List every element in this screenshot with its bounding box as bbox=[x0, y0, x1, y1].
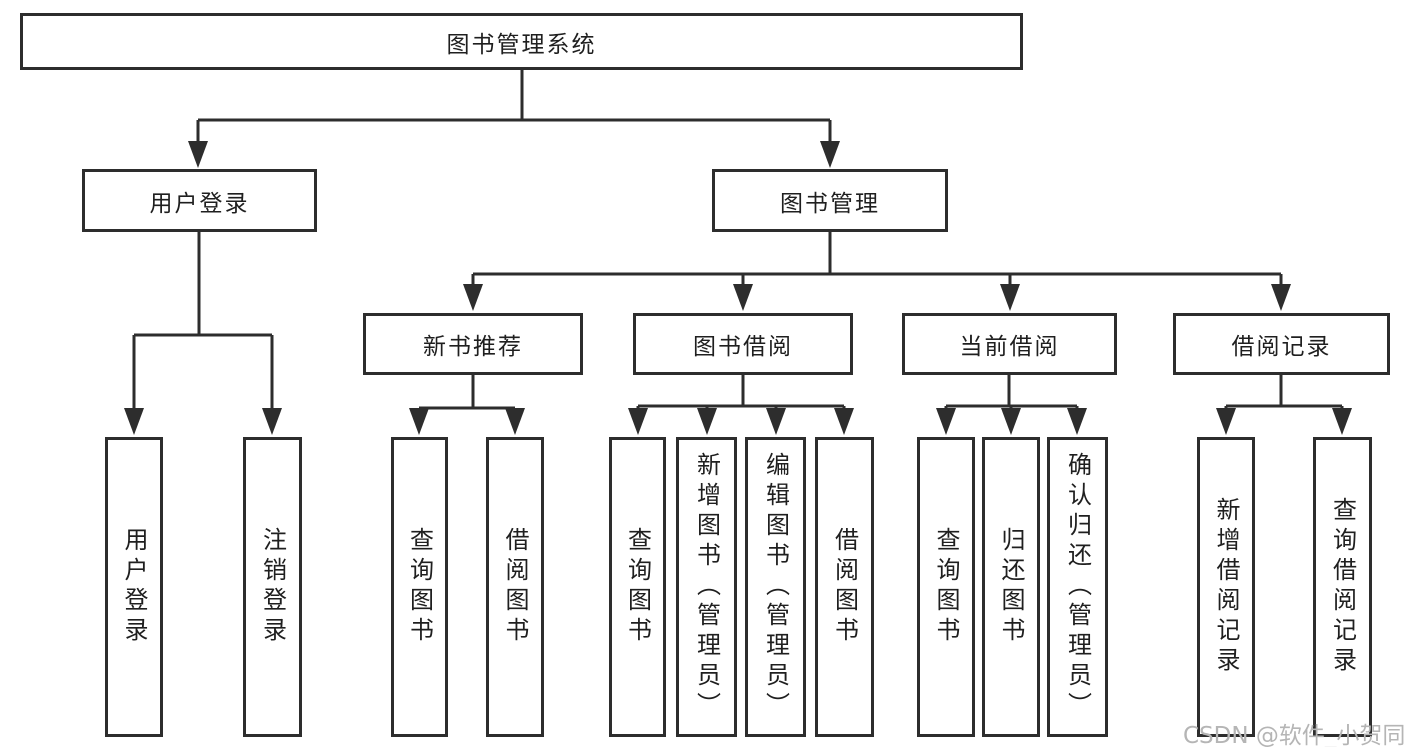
leaf-query-books-borrow-label: 查询图书 bbox=[623, 527, 652, 647]
leaf-edit-books-admin: 编辑图书（管理员） bbox=[745, 437, 806, 737]
node-book-borrow: 图书借阅 bbox=[633, 313, 853, 375]
node-user-login-label: 用户登录 bbox=[149, 190, 250, 217]
leaf-add-books-admin: 新增图书（管理员） bbox=[676, 437, 737, 737]
leaf-user-login: 用户登录 bbox=[105, 437, 163, 737]
node-new-book-recommend: 新书推荐 bbox=[363, 313, 583, 375]
node-book-management-label: 图书管理 bbox=[780, 190, 880, 217]
leaf-user-login-label: 用户登录 bbox=[120, 527, 148, 647]
edge-new-book-recommend-to-leaves bbox=[409, 373, 525, 435]
leaf-query-borrow-record-label: 查询借阅记录 bbox=[1328, 497, 1357, 677]
node-borrow-records: 借阅记录 bbox=[1173, 313, 1390, 375]
leaf-borrow-books-recommend: 借阅图书 bbox=[486, 437, 544, 737]
node-user-login: 用户登录 bbox=[82, 169, 317, 232]
node-root-label: 图书管理系统 bbox=[446, 31, 597, 58]
leaf-add-books-admin-label: 新增图书（管理员） bbox=[692, 452, 721, 722]
leaf-borrow-books-label: 借阅图书 bbox=[830, 527, 859, 647]
edge-current-borrow-to-leaves bbox=[936, 373, 1087, 435]
leaf-confirm-return-admin: 确认归还（管理员） bbox=[1047, 437, 1108, 737]
leaf-return-books: 归还图书 bbox=[982, 437, 1040, 737]
node-current-borrow: 当前借阅 bbox=[902, 313, 1117, 375]
leaf-logout: 注销登录 bbox=[243, 437, 302, 737]
csdn-watermark: CSDN @软件_小贺同学 bbox=[1183, 723, 1405, 747]
leaf-logout-label: 注销登录 bbox=[258, 527, 287, 647]
leaf-query-books-current-label: 查询图书 bbox=[932, 527, 960, 647]
edge-book-management-to-level3 bbox=[463, 230, 1291, 311]
node-book-management: 图书管理 bbox=[712, 169, 948, 232]
edge-user-login-to-leaves bbox=[124, 230, 282, 435]
node-borrow-records-label: 借阅记录 bbox=[1231, 334, 1332, 360]
node-book-borrow-label: 图书借阅 bbox=[693, 334, 793, 360]
leaf-borrow-books: 借阅图书 bbox=[815, 437, 874, 737]
leaf-query-books-recommend-label: 查询图书 bbox=[405, 527, 434, 647]
leaf-add-borrow-record: 新增借阅记录 bbox=[1197, 437, 1255, 737]
leaf-query-books-recommend: 查询图书 bbox=[391, 437, 448, 737]
leaf-query-books-current: 查询图书 bbox=[917, 437, 975, 737]
edge-root-to-level2 bbox=[188, 68, 840, 168]
leaf-add-borrow-record-label: 新增借阅记录 bbox=[1212, 497, 1240, 677]
leaf-confirm-return-admin-label: 确认归还（管理员） bbox=[1063, 452, 1092, 722]
leaf-return-books-label: 归还图书 bbox=[997, 527, 1025, 647]
leaf-borrow-books-recommend-label: 借阅图书 bbox=[501, 527, 529, 647]
leaf-query-books-borrow: 查询图书 bbox=[609, 437, 666, 737]
node-new-book-recommend-label: 新书推荐 bbox=[423, 334, 523, 360]
node-root: 图书管理系统 bbox=[20, 13, 1023, 70]
edge-book-borrow-to-leaves bbox=[628, 373, 854, 435]
leaf-edit-books-admin-label: 编辑图书（管理员） bbox=[761, 452, 790, 722]
edge-borrow-records-to-leaves bbox=[1216, 373, 1352, 435]
leaf-query-borrow-record: 查询借阅记录 bbox=[1313, 437, 1372, 737]
node-current-borrow-label: 当前借阅 bbox=[959, 334, 1060, 360]
